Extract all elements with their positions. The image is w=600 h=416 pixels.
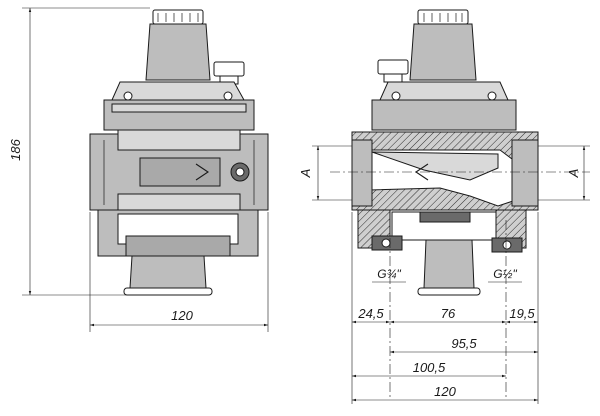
front-height-label: 186 (8, 138, 23, 160)
section-view (312, 9, 590, 404)
thread-left-label: G¾" (377, 267, 401, 281)
port-a-left-label: A (298, 169, 313, 179)
dim-total-label: 120 (434, 384, 456, 399)
dim-95-label: 95,5 (451, 336, 477, 351)
dim-left-offset: 24,5 (357, 306, 384, 321)
thread-right-label: G½" (493, 267, 517, 281)
port-a-right-label: A (566, 169, 581, 179)
dim-100-label: 100,5 (413, 360, 446, 375)
dim-right-offset: 19,5 (509, 306, 535, 321)
front-width-label: 120 (171, 308, 193, 323)
dim-center-span: 76 (441, 306, 456, 321)
front-view (22, 7, 269, 332)
